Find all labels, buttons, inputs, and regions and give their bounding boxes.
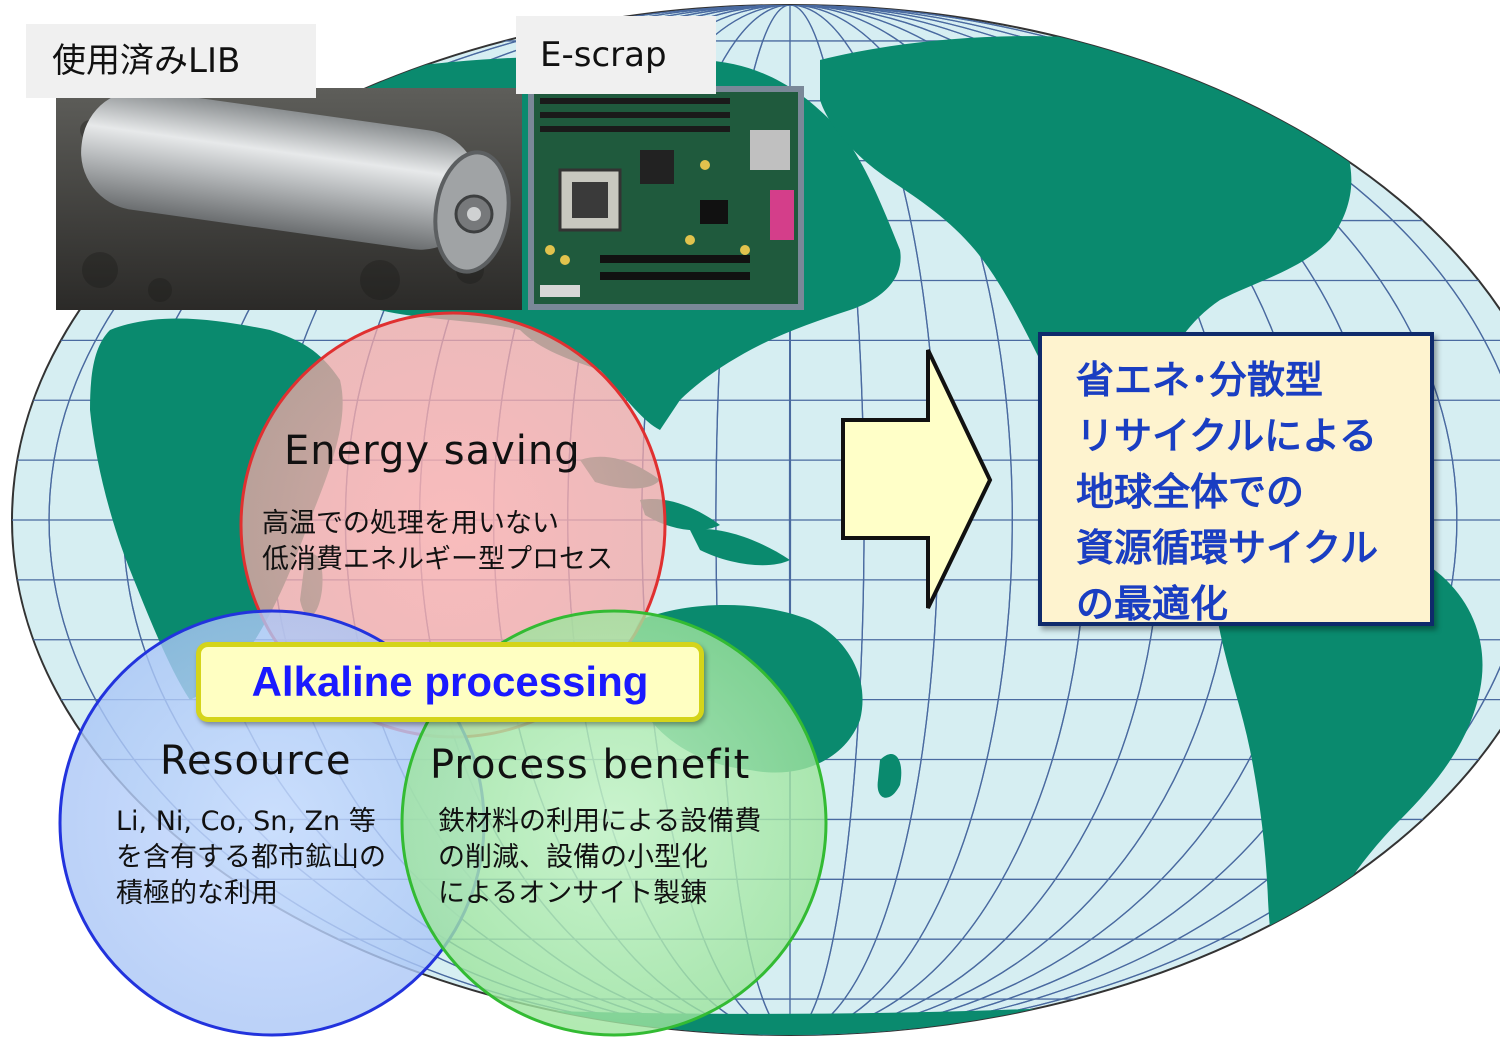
resource-body: Li, Ni, Co, Sn, Zn 等 を含有する都市鉱山の 積極的な利用 [116, 806, 386, 909]
energy-saving-body: 高温での処理を用いない 低消費エネルギー型プロセス [262, 508, 613, 575]
process-benefit-body: 鉄材料の利用による設備費 の削減、設備の小型化 によるオンサイト製錬 [438, 806, 762, 909]
used-lib-label: 使用済みLIB [26, 24, 316, 98]
goal-box: 省エネ･分散型 リサイクルによる 地球全体での 資源循環サイクル の最適化 [1038, 332, 1434, 626]
right-arrow [841, 349, 993, 609]
e-scrap-photo [528, 86, 804, 310]
process-benefit-title: Process benefit [430, 742, 751, 788]
goal-line: 省エネ･分散型 [1076, 358, 1324, 402]
used-lib-photo [56, 88, 522, 310]
resource-title: Resource [160, 738, 352, 784]
alkaline-processing-label: Alkaline processing [196, 642, 704, 722]
goal-line: の最適化 [1076, 582, 1229, 626]
goal-line: 地球全体での [1076, 470, 1305, 514]
e-scrap-label: E-scrap [516, 16, 716, 94]
energy-saving-title: Energy saving [284, 428, 581, 474]
goal-line: 資源循環サイクル [1076, 526, 1379, 570]
goal-line: リサイクルによる [1076, 414, 1377, 458]
